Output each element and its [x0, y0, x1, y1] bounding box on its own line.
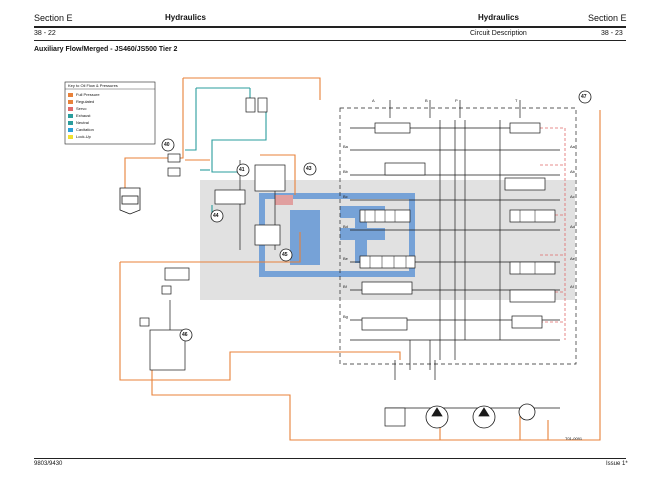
svg-text:A: A — [372, 98, 375, 103]
svg-text:Aa: Aa — [570, 144, 576, 149]
callout-circle-4 — [210, 209, 224, 223]
svg-text:Af: Af — [570, 284, 575, 289]
svg-text:Bd: Bd — [343, 224, 348, 229]
callout-number: 44 — [213, 213, 219, 219]
document-number: 9803/9430 — [34, 461, 63, 467]
svg-text:P: P — [455, 98, 458, 103]
svg-text:Bf: Bf — [343, 284, 348, 289]
legend-swatch — [68, 127, 73, 132]
svg-text:Bg: Bg — [343, 314, 348, 319]
callout-number: 46 — [182, 332, 188, 338]
legend-item: Cavitation — [68, 127, 94, 132]
svg-text:Ba: Ba — [343, 144, 349, 149]
svg-text:Ad: Ad — [570, 224, 575, 229]
callout-number: 40 — [164, 142, 170, 148]
diagram-title: Auxiliary Flow/Merged - JS460/JS500 Tier… — [34, 46, 178, 53]
svg-text:Ab: Ab — [570, 169, 576, 174]
subheader-rule — [34, 40, 626, 41]
callout-circle-5 — [279, 248, 293, 262]
actuator-left — [119, 187, 141, 215]
legend-label: Lock-Up — [76, 134, 91, 139]
main-control-valve-outline — [339, 107, 577, 365]
callout-number: 47 — [581, 94, 587, 100]
callout-number: 41 — [239, 167, 245, 173]
header-rule — [34, 26, 626, 28]
callout-circle-2 — [236, 163, 250, 177]
legend-item: Exhaust — [68, 113, 90, 118]
page-number-left: 38 - 22 — [34, 30, 56, 37]
legend-item: Servo — [68, 106, 86, 111]
callout-circle-1 — [161, 138, 175, 152]
svg-text:Ae: Ae — [570, 256, 576, 261]
legend-box — [64, 81, 156, 145]
callout-circle-3 — [303, 162, 317, 176]
svg-text:B: B — [425, 98, 428, 103]
issue-label: Issue 1* — [606, 461, 628, 467]
legend-title: Key to Oil Flow & Pressures — [68, 83, 118, 88]
legend-label: Servo — [76, 106, 87, 111]
legend-item: Full Pressure — [68, 92, 100, 97]
legend-label: Regulated — [76, 99, 95, 104]
legend-item: Regulated — [68, 99, 94, 104]
callout-number: 45 — [282, 252, 288, 258]
callout-markers — [161, 90, 592, 342]
circuit-description-label: Circuit Description — [470, 30, 527, 37]
pressure-lines — [119, 77, 601, 441]
callout-number: 43 — [306, 166, 312, 172]
legend-item: Lock-Up — [68, 134, 91, 139]
pump-assembly — [425, 403, 536, 429]
svg-text:Be: Be — [343, 256, 349, 261]
legend-swatch — [68, 113, 73, 118]
svg-text:T: T — [515, 98, 518, 103]
section-label-right: Section E — [588, 13, 627, 23]
legend-swatch — [68, 92, 73, 97]
section-label-left: Section E — [34, 13, 73, 23]
legend-swatch — [68, 120, 73, 125]
legend-label: Neutral — [76, 120, 89, 125]
svg-text:Bb: Bb — [343, 169, 349, 174]
page-number-right: 38 - 23 — [601, 30, 623, 37]
legend-label: Exhaust — [76, 113, 91, 118]
legend-swatch — [68, 99, 73, 104]
quick-couplers — [139, 97, 268, 327]
footer-rule — [34, 458, 626, 459]
legend-label: Full Pressure — [76, 92, 100, 97]
legend-item: Neutral — [68, 120, 89, 125]
legend-label: Cavitation — [76, 127, 94, 132]
legend-swatch — [68, 134, 73, 139]
topic-label-right: Hydraulics — [478, 13, 519, 22]
spool-hatching — [364, 210, 536, 274]
topic-label-left: Hydraulics — [165, 13, 206, 22]
legend-swatch — [68, 106, 73, 111]
svg-text:Ac: Ac — [570, 194, 575, 199]
drawing-reference-code: T01-0091 — [565, 436, 583, 441]
callout-circle-6 — [179, 328, 193, 342]
svg-text:Bc: Bc — [343, 194, 348, 199]
callout-circle-7 — [578, 90, 592, 104]
